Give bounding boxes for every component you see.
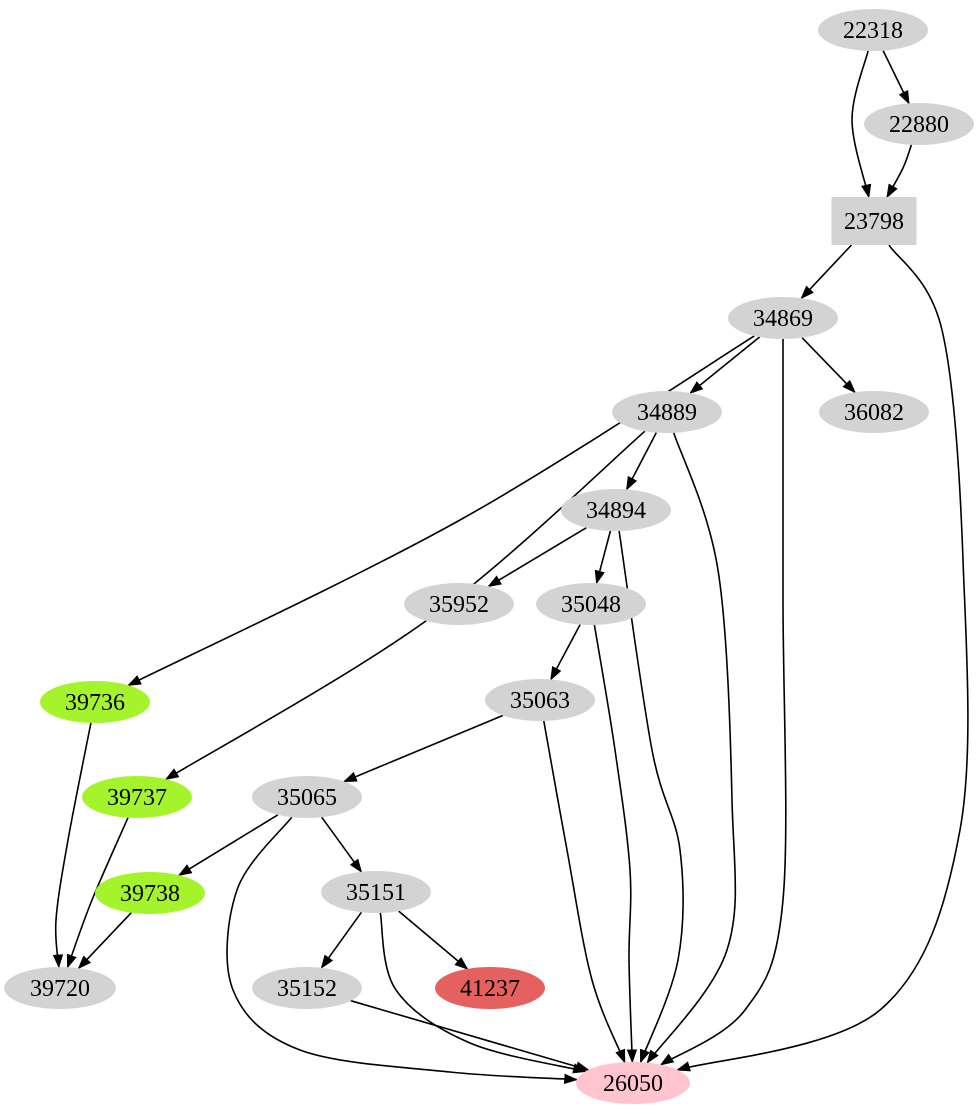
edge-34869-to-26050 (659, 338, 787, 1066)
edge-34894-to-26050 (618, 530, 684, 1064)
node-label: 35952 (429, 592, 489, 618)
node-label: 34889 (637, 400, 697, 426)
node-label: 41237 (460, 976, 520, 1002)
edge-34869-to-36082 (801, 337, 856, 394)
graph-node-34894[interactable]: 34894 (561, 489, 671, 531)
edge-35151-to-26050 (379, 912, 588, 1074)
edge-34894-to-35048 (594, 530, 612, 585)
node-ellipse-shape (252, 967, 362, 1009)
edge-35065-to-26050 (226, 816, 579, 1085)
node-ellipse-shape (82, 776, 192, 818)
edge-23798-to-26050 (676, 244, 969, 1072)
edge-35065-to-39738 (177, 814, 279, 876)
node-label: 26050 (603, 1071, 663, 1097)
node-ellipse-shape (95, 872, 205, 914)
graph-node-26050[interactable]: 26050 (576, 1062, 690, 1104)
node-ellipse-shape (536, 583, 646, 625)
node-label: 35065 (277, 785, 337, 811)
edge-34889-to-26050 (646, 432, 737, 1064)
node-label: 22318 (843, 18, 903, 44)
edge-22880-to-23798 (886, 144, 913, 199)
node-ellipse-shape (485, 679, 595, 721)
graph-node-35065[interactable]: 35065 (252, 776, 362, 818)
node-label: 23798 (844, 209, 904, 235)
node-ellipse-shape (404, 583, 514, 625)
graph-node-39736[interactable]: 39736 (40, 681, 150, 723)
graph-node-35952[interactable]: 35952 (404, 583, 514, 625)
edges-layer (52, 50, 969, 1085)
edge-23798-to-34869 (800, 244, 853, 300)
node-ellipse-shape (612, 391, 722, 433)
edge-35151-to-41237 (398, 910, 469, 970)
edge-39736-to-39720 (52, 722, 92, 969)
graph-node-22880[interactable]: 22880 (864, 103, 974, 145)
node-ellipse-shape (728, 297, 838, 339)
graph-node-23798[interactable]: 23798 (831, 197, 917, 245)
graph-node-35152[interactable]: 35152 (252, 967, 362, 1009)
node-label: 39736 (65, 690, 125, 716)
graph-node-39738[interactable]: 39738 (95, 872, 205, 914)
node-ellipse-shape (561, 489, 671, 531)
node-label: 39737 (107, 785, 167, 811)
edge-39738-to-39720 (77, 912, 132, 970)
graph-node-36082[interactable]: 36082 (819, 391, 929, 433)
graph-node-39737[interactable]: 39737 (82, 776, 192, 818)
node-box-shape (831, 197, 917, 245)
edge-35065-to-35151 (321, 816, 363, 874)
edge-22318-to-22880 (882, 50, 910, 105)
edge-39737-to-39720 (66, 817, 129, 969)
node-label: 35048 (561, 592, 621, 618)
edge-35063-to-35065 (342, 714, 504, 783)
edge-35152-to-26050 (350, 999, 590, 1072)
graph-node-35063[interactable]: 35063 (485, 679, 595, 721)
node-label: 35151 (346, 880, 406, 906)
node-label: 35152 (277, 976, 337, 1002)
graph-node-22318[interactable]: 22318 (818, 9, 928, 51)
node-ellipse-shape (818, 9, 928, 51)
graph-node-35151[interactable]: 35151 (321, 871, 431, 913)
node-ellipse-shape (252, 776, 362, 818)
edge-34894-to-35952 (487, 527, 587, 588)
node-label: 39720 (30, 976, 90, 1002)
edge-22318-to-23798 (851, 50, 872, 199)
node-ellipse-shape (819, 391, 929, 433)
graph-node-35048[interactable]: 35048 (536, 583, 646, 625)
edge-35151-to-35152 (320, 911, 363, 969)
node-ellipse-shape (435, 967, 545, 1009)
node-label: 34894 (586, 498, 646, 524)
node-label: 39738 (120, 881, 180, 907)
node-ellipse-shape (4, 967, 116, 1009)
node-ellipse-shape (321, 871, 431, 913)
node-label: 35063 (510, 688, 570, 714)
edge-34869-to-39736 (127, 335, 755, 687)
node-ellipse-shape (40, 681, 150, 723)
graph-node-34869[interactable]: 34869 (728, 297, 838, 339)
edge-35048-to-35063 (550, 624, 581, 681)
node-label: 22880 (889, 112, 949, 138)
nodes-layer: 22318 22880 23798 34869 36082 34889 34894 35952… (4, 9, 974, 1104)
node-label: 34869 (753, 306, 813, 332)
node-label: 36082 (844, 400, 904, 426)
edge-34889-to-34894 (625, 432, 658, 491)
graph-node-41237[interactable]: 41237 (435, 967, 545, 1009)
edge-34869-to-34889 (689, 336, 761, 394)
edge-35048-to-26050 (593, 624, 638, 1064)
graph-node-34889[interactable]: 34889 (612, 391, 722, 433)
graph-node-39720[interactable]: 39720 (4, 967, 116, 1009)
node-ellipse-shape (576, 1062, 690, 1104)
node-ellipse-shape (864, 103, 974, 145)
edge-35063-to-26050 (543, 720, 626, 1064)
